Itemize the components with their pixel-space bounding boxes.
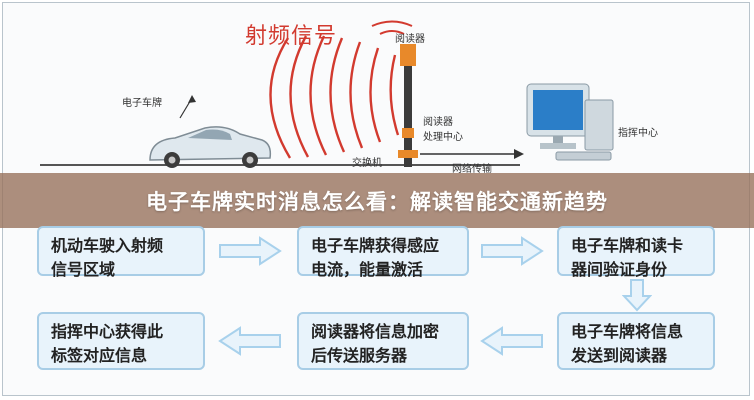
computer-icon xyxy=(526,83,614,161)
step-box-5: 阅读器将信息加密 后传送服务器 xyxy=(297,312,469,370)
reader-unit-label-1: 阅读器 xyxy=(423,117,453,128)
car-plate-label: 电子车牌 xyxy=(122,98,162,109)
arrow-right-icon xyxy=(481,236,544,266)
step-box-4: 电子车牌将信息 发送到阅读器 xyxy=(557,312,715,370)
network-label: 网络传输 xyxy=(452,164,492,175)
step-2-line-1: 电子车牌获得感应 xyxy=(311,236,440,255)
step-box-2: 电子车牌获得感应 电流，能量激活 xyxy=(297,226,469,279)
reader-label: 阅读器 xyxy=(395,34,425,45)
arrow-down-icon xyxy=(622,279,652,312)
rfid-scene-illustration xyxy=(40,20,614,168)
arrow-right-icon xyxy=(219,236,282,266)
step-4-line-1: 电子车牌将信息 xyxy=(571,322,684,341)
step-box-3: 电子车牌和读卡 器间验证身份 xyxy=(557,226,715,279)
step-2-line-2: 电流，能量激活 xyxy=(311,260,424,279)
step-6-line-2: 标签对应信息 xyxy=(51,346,148,365)
arrow-left-icon xyxy=(480,326,543,356)
step-4-line-2: 发送到阅读器 xyxy=(571,346,668,365)
rf-signal-title: 射频信号 xyxy=(245,24,338,49)
rf-waves xyxy=(269,35,400,159)
command-center-label: 指挥中心 xyxy=(618,128,658,139)
title-banner: 电子车牌实时消息怎么看：解读智能交通新趋势 xyxy=(0,173,754,228)
banner-title: 电子车牌实时消息怎么看：解读智能交通新趋势 xyxy=(146,189,608,214)
step-box-6: 指挥中心获得此 标签对应信息 xyxy=(37,312,205,370)
rf-waves-top xyxy=(371,20,413,35)
step-1-line-2: 信号区域 xyxy=(51,260,116,279)
car-icon xyxy=(149,126,272,168)
reader-pole xyxy=(398,44,418,167)
step-3-line-1: 电子车牌和读卡 xyxy=(571,236,684,255)
switch-label: 交换机 xyxy=(352,158,382,169)
step-1-line-1: 机动车驶入射频 xyxy=(51,236,164,255)
step-5-line-2: 后传送服务器 xyxy=(311,346,408,365)
reader-unit-label-2: 处理中心 xyxy=(423,132,463,143)
step-5-line-1: 阅读器将信息加密 xyxy=(311,322,440,341)
step-6-line-1: 指挥中心获得此 xyxy=(51,322,164,341)
arrow-left-icon xyxy=(218,326,281,356)
step-box-1: 机动车驶入射频 信号区域 xyxy=(37,226,205,279)
step-3-line-2: 器间验证身份 xyxy=(571,260,668,279)
